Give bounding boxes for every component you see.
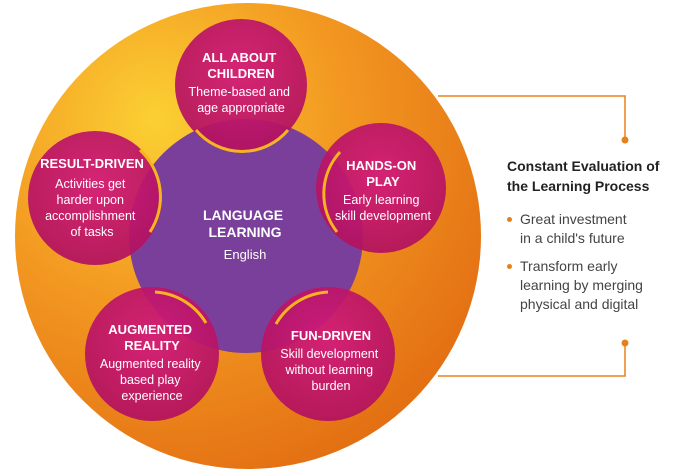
petal-title-line: CHILDREN [207,66,274,81]
list-item: Great investment in a child's future [507,210,697,248]
svg-text:Skill development withou: Skill development without learning burde… [280,347,381,393]
petal-circle [85,287,219,421]
svg-text:AUGMENTED REALITY: AUGMENTED REALITY [108,322,195,353]
petal-text-line: burden [312,379,351,393]
petal-text-line: Augmented reality [100,357,202,371]
petal-title-line: RESULT-DRIVEN [40,156,144,171]
bullet-dot-icon [507,264,512,269]
svg-text:Early learning skill dev: Early learning skill development [335,193,431,223]
petal-all-about-children: ALL ABOUT CHILDREN Theme-based and age a… [175,19,307,153]
svg-text:FUN-DRIVEN: FUN-DRIVEN [291,328,371,343]
petal-circle [261,287,395,421]
petal-text-line: age appropriate [197,101,285,115]
petal-fun-driven: FUN-DRIVEN Skill development without lea… [261,287,395,421]
petal-text-line: without learning [284,363,373,377]
petal-text-line: harder upon [57,193,124,207]
center-title-line: LEARNING [208,224,281,240]
petal-arc [194,129,290,153]
bullet-dot-icon [507,217,512,222]
petal-result-driven: RESULT-DRIVEN Activities get harder upon… [28,131,162,265]
list-item: Transform early learning by merging phys… [507,257,697,314]
list-item-line: physical and digital [520,296,639,312]
center-subtitle: English [224,247,267,262]
petal-text-line: skill development [335,209,431,223]
list-item-line: learning by merging [520,277,643,293]
svg-text:Theme-based and age appr: Theme-based and age appropriate [189,85,294,115]
petal-circle [28,131,162,265]
petal-arc [138,148,162,233]
connector-dot-bottom [621,339,629,347]
petal-text-line: of tasks [70,225,113,239]
center-title-line: LANGUAGE [203,207,283,223]
svg-text:English: English [224,247,267,262]
svg-text:Activities get harder up: Activities get harder upon accomplishmen… [45,177,139,239]
list-item-line: Transform early [520,258,618,274]
list-item-line: Great investment [520,211,627,227]
petal-text-line: Activities get [55,177,126,191]
svg-text:LANGUAGE LEARNING: LANGUAGE LEARNING [203,207,287,240]
petal-title-line: HANDS-ON [346,158,416,173]
petal-circle [175,19,307,151]
petal-title-line: PLAY [366,174,400,189]
svg-text:RESULT-DRIVEN: RESULT-DRIVEN [40,156,144,171]
petal-title-line: ALL ABOUT [202,50,276,65]
petal-text-line: Early learning [343,193,419,207]
evaluation-title: Constant Evaluation of the Learning Proc… [507,156,697,196]
connector-line [438,95,626,377]
petal-text-line: Skill development [280,347,378,361]
evaluation-list: Great investment in a child's future Tra… [507,210,697,314]
evaluation-panel: Constant Evaluation of the Learning Proc… [507,156,697,323]
svg-text:HANDS-ON PLAY: HANDS-ON PLAY [346,158,420,189]
connector-dot-top [621,136,629,144]
petal-text-line: Theme-based and [189,85,291,99]
petal-arc [154,290,208,324]
petal-title-line: FUN-DRIVEN [291,328,371,343]
center-label: LANGUAGE LEARNING English [203,207,287,262]
petal-title-line: REALITY [124,338,180,353]
petal-title-line: AUGMENTED [108,322,192,337]
svg-text:Augmented reality based: Augmented reality based play experience [100,357,204,403]
petal-text-line: accomplishment [45,209,136,223]
evaluation-title-line: the Learning Process [507,178,650,194]
list-item-line: in a child's future [520,230,625,246]
petal-arc [322,150,342,233]
petal-text-line: based play [120,373,181,387]
petal-arc [274,290,329,325]
petal-text-line: experience [121,389,182,403]
svg-text:ALL ABOUT CHILDREN: ALL ABOUT CHILDREN [202,50,280,81]
petal-circle [316,123,446,253]
petal-hands-on-play: HANDS-ON PLAY Early learning skill devel… [316,123,446,253]
evaluation-title-line: Constant Evaluation of [507,158,660,174]
petal-augmented-reality: AUGMENTED REALITY Augmented reality base… [85,287,219,421]
